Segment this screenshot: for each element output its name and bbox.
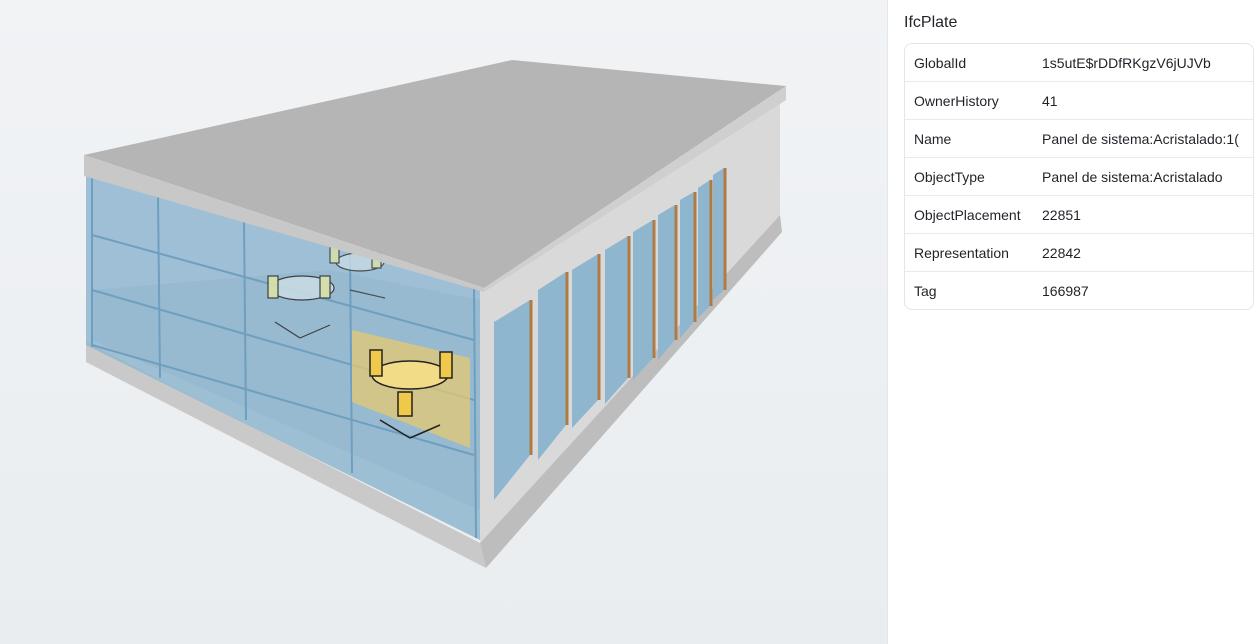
property-value[interactable]: 1s5utE$rDDfRKgzV6jUJVb xyxy=(1042,54,1211,71)
property-key: Representation xyxy=(914,244,1009,261)
property-value[interactable]: Panel de sistema:Acristalado:1( xyxy=(1042,130,1239,147)
roof-edge-right xyxy=(484,86,786,292)
property-row-tag[interactable]: Tag 166987 xyxy=(905,272,1253,309)
property-key: ObjectPlacement xyxy=(914,206,1021,223)
property-value[interactable]: Panel de sistema:Acristalado xyxy=(1042,168,1223,185)
3d-viewport[interactable] xyxy=(0,0,887,644)
roof-edge-front xyxy=(84,155,484,292)
furniture-table-selected xyxy=(369,349,453,439)
roof xyxy=(84,60,786,288)
furniture-table xyxy=(267,275,335,339)
property-row-objecttype[interactable]: ObjectType Panel de sistema:Acristalado xyxy=(905,158,1253,196)
property-value[interactable]: 41 xyxy=(1042,92,1058,109)
property-key: Name xyxy=(914,130,952,147)
properties-table: GlobalId 1s5utE$rDDfRKgzV6jUJVb OwnerHis… xyxy=(904,43,1254,310)
entity-type-title: IfcPlate xyxy=(904,14,958,31)
property-key: OwnerHistory xyxy=(914,92,999,109)
building-model[interactable] xyxy=(0,0,887,644)
property-value[interactable]: 166987 xyxy=(1042,282,1089,299)
property-key: GlobalId xyxy=(914,54,967,71)
properties-panel: IfcPlate GlobalId 1s5utE$rDDfRKgzV6jUJVb… xyxy=(888,0,1258,644)
property-row-globalid[interactable]: GlobalId 1s5utE$rDDfRKgzV6jUJVb xyxy=(905,44,1253,82)
right-windows xyxy=(494,168,724,500)
property-row-ownerhistory[interactable]: OwnerHistory 41 xyxy=(905,82,1253,120)
property-key: Tag xyxy=(914,282,937,299)
property-row-objectplacement[interactable]: ObjectPlacement 22851 xyxy=(905,196,1253,234)
wood-mullions xyxy=(529,168,727,455)
property-key: ObjectType xyxy=(914,168,985,185)
property-row-representation[interactable]: Representation 22842 xyxy=(905,234,1253,272)
floor-slab-front xyxy=(86,342,486,568)
panel-divider xyxy=(887,0,888,644)
property-row-name[interactable]: Name Panel de sistema:Acristalado:1( xyxy=(905,120,1253,158)
property-value[interactable]: 22851 xyxy=(1042,206,1081,223)
property-value[interactable]: 22842 xyxy=(1042,244,1081,261)
